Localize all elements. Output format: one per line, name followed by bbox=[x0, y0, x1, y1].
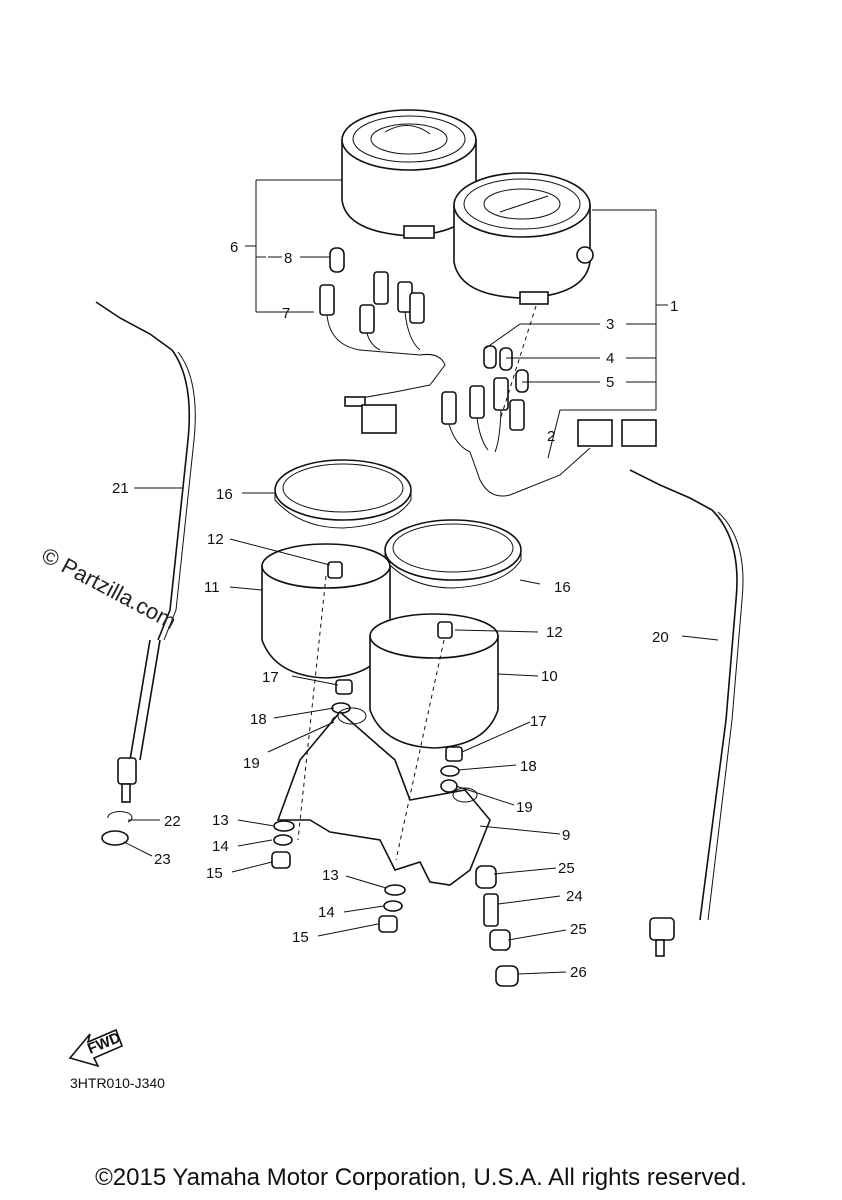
callout-16-left: 16 bbox=[216, 486, 233, 503]
o-ring-23[interactable] bbox=[101, 830, 129, 846]
callout-3: 3 bbox=[606, 316, 614, 333]
ring-16-left[interactable] bbox=[274, 459, 412, 529]
callout-14-right: 14 bbox=[318, 904, 335, 921]
callout-8: 8 bbox=[284, 250, 292, 267]
callout-2: 2 bbox=[547, 428, 555, 445]
callout-19-right: 19 bbox=[516, 799, 533, 816]
case-10[interactable] bbox=[369, 613, 499, 749]
bulb-8[interactable] bbox=[329, 247, 345, 273]
wire-harness-left[interactable] bbox=[319, 271, 446, 434]
case-11[interactable] bbox=[261, 543, 391, 679]
callout-4: 4 bbox=[606, 350, 614, 367]
watermark: © Partzilla.com bbox=[38, 542, 181, 634]
hardware-13-14-15-left[interactable] bbox=[271, 820, 295, 869]
callout-5: 5 bbox=[606, 374, 614, 391]
callout-13-left: 13 bbox=[212, 812, 229, 829]
cable-20[interactable] bbox=[629, 469, 744, 957]
callout-18-left: 18 bbox=[250, 711, 267, 728]
gauge-left[interactable] bbox=[341, 109, 477, 239]
hardware-13-14-15-right[interactable] bbox=[378, 884, 406, 933]
callout-19-left: 19 bbox=[243, 755, 260, 772]
fwd-arrow-icon: FWD bbox=[68, 1028, 123, 1068]
callout-1: 1 bbox=[670, 298, 678, 315]
callout-22: 22 bbox=[164, 813, 181, 830]
copyright-text: ©2015 Yamaha Motor Corporation, U.S.A. A… bbox=[95, 1164, 747, 1191]
screw-12-left[interactable] bbox=[327, 561, 343, 579]
callout-13-right: 13 bbox=[322, 867, 339, 884]
leader-lines bbox=[123, 179, 719, 975]
callout-15-right: 15 bbox=[292, 929, 309, 946]
callout-17-left: 17 bbox=[262, 669, 279, 686]
diagram-code: 3HTR010-J340 bbox=[70, 1075, 165, 1091]
callout-25-lower: 25 bbox=[570, 921, 587, 938]
callout-17-right: 17 bbox=[530, 713, 547, 730]
callout-24: 24 bbox=[566, 888, 583, 905]
callout-20: 20 bbox=[652, 629, 669, 646]
callout-12-right: 12 bbox=[546, 624, 563, 641]
callout-25-upper: 25 bbox=[558, 860, 575, 877]
callout-26: 26 bbox=[570, 964, 587, 981]
gauge-right[interactable] bbox=[453, 172, 594, 305]
screw-12-right[interactable] bbox=[437, 621, 453, 639]
callout-12-left: 12 bbox=[207, 531, 224, 548]
callout-18-right: 18 bbox=[520, 758, 537, 775]
callout-23: 23 bbox=[154, 851, 171, 868]
wire-harness-right[interactable] bbox=[441, 377, 657, 497]
cable-21[interactable] bbox=[95, 301, 196, 803]
callout-15-left: 15 bbox=[206, 865, 223, 882]
callout-14-left: 14 bbox=[212, 838, 229, 855]
callout-21: 21 bbox=[112, 480, 129, 497]
callout-7: 7 bbox=[282, 305, 290, 322]
callout-labels: 1 2 3 4 5 6 7 8 9 10 11 12 12 13 13 14 1… bbox=[112, 239, 678, 981]
grommets-24-25-26[interactable] bbox=[475, 865, 519, 987]
callout-10: 10 bbox=[541, 668, 558, 685]
bulbs-3-4-5[interactable] bbox=[483, 345, 529, 393]
circlip-22[interactable] bbox=[107, 811, 133, 823]
bracket-9[interactable] bbox=[276, 707, 491, 886]
callout-11: 11 bbox=[204, 579, 220, 596]
ring-16-right[interactable] bbox=[384, 519, 522, 589]
callout-16-right: 16 bbox=[554, 579, 571, 596]
callout-6: 6 bbox=[230, 239, 238, 256]
hardware-17-18-19-right[interactable] bbox=[440, 746, 463, 793]
callout-9: 9 bbox=[562, 827, 570, 844]
